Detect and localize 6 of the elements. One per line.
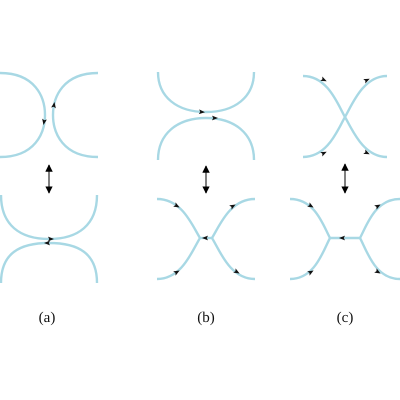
double-arrow: [202, 165, 210, 194]
panel-label: (b): [197, 310, 215, 327]
double-arrow: [341, 163, 349, 194]
panel-label: (a): [38, 310, 56, 327]
double-arrow: [45, 164, 53, 194]
panel-label: (c): [336, 310, 354, 327]
